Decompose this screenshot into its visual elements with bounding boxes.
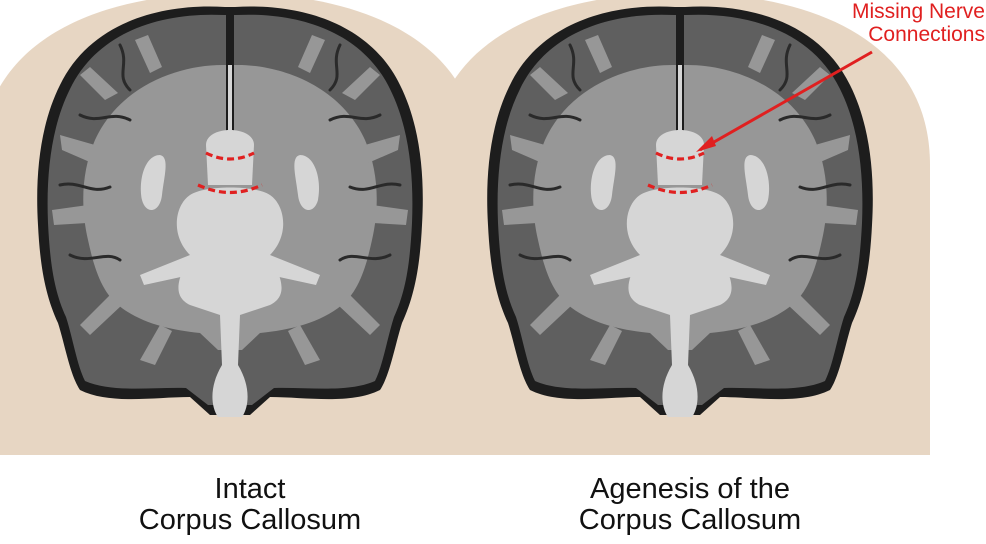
annotation-label: Missing Nerve Connections	[770, 0, 985, 46]
brain-intact	[0, 0, 480, 455]
caption-intact-line-2: Corpus Callosum	[120, 505, 380, 536]
caption-agenesis-line-1: Agenesis of the	[560, 474, 820, 505]
annotation-line-2: Connections	[770, 23, 985, 46]
caption-intact: Intact Corpus Callosum	[120, 474, 380, 536]
annotation-line-1: Missing Nerve	[770, 0, 985, 23]
caption-agenesis: Agenesis of the Corpus Callosum	[560, 474, 820, 536]
caption-agenesis-line-2: Corpus Callosum	[560, 505, 820, 536]
caption-intact-line-1: Intact	[120, 474, 380, 505]
brain-agenesis	[430, 0, 930, 455]
